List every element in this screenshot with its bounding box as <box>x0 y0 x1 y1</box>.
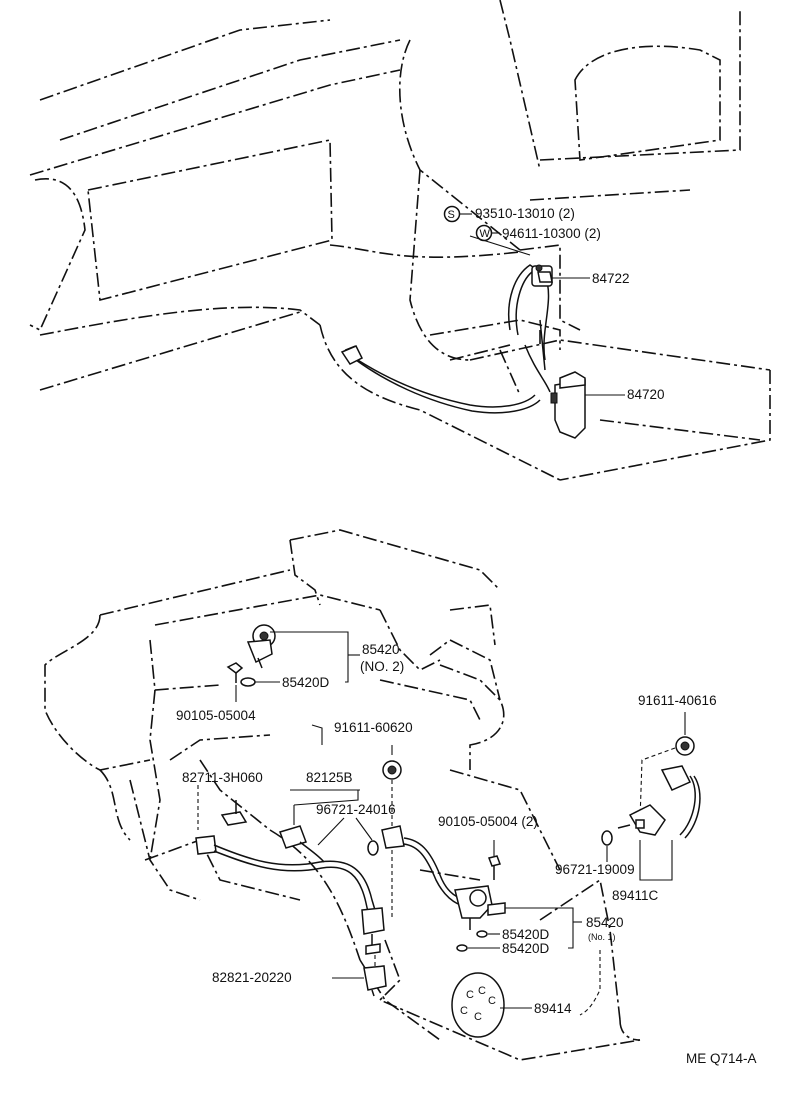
bolt-90105-top <box>226 662 244 683</box>
label-85420-no2: 85420 <box>362 642 400 657</box>
part-85420-no1 <box>454 885 506 930</box>
label-89411c: 89411C <box>612 888 659 903</box>
part-82711-3h060 <box>220 800 248 826</box>
part-89411c <box>617 765 701 839</box>
label-82711: 82711-3H060 <box>182 770 263 785</box>
oring-85420d-top <box>240 677 256 687</box>
leader-89411c <box>639 840 673 881</box>
harness-85420-no1 <box>381 825 461 905</box>
leader-96721-24016 <box>317 817 373 846</box>
label-85420d-top: 85420D <box>282 675 330 690</box>
label-85420-no2-sub: (NO. 2) <box>360 659 404 674</box>
label-90105-mid: 90105-05004 (2) <box>438 814 538 829</box>
label-82821: 82821-20220 <box>212 970 292 985</box>
part-84720 <box>550 371 586 439</box>
label-91611-60620: 91611-60620 <box>334 720 413 735</box>
label-96721-19009: 96721-19009 <box>555 862 635 877</box>
vehicle-body-outline <box>29 0 771 481</box>
oring-85420d-mid <box>476 930 488 938</box>
leader-engine-top <box>311 724 323 745</box>
part-91611-40616 <box>675 736 695 756</box>
label-84722: 84722 <box>592 271 630 286</box>
gear-glyph-5: C <box>474 1011 482 1023</box>
label-93510: 93510-13010 (2) <box>475 206 575 221</box>
fastener-callouts <box>443 205 531 256</box>
label-85420-no1: 85420 <box>586 915 624 930</box>
label-96721-24016: 96721-24016 <box>316 802 396 817</box>
label-82125b: 82125B <box>306 770 353 785</box>
label-90105-top: 90105-05004 <box>176 708 256 723</box>
label-91611-40616: 91611-40616 <box>638 693 717 708</box>
floor-harness <box>340 345 541 414</box>
gear-glyph-1: C <box>466 989 474 1001</box>
sensor-left <box>361 907 385 955</box>
label-85420d-mid: 85420D <box>502 927 550 942</box>
label-85420d-low: 85420D <box>502 941 550 956</box>
label-85420-no1-sub: (No. 1) <box>588 932 616 942</box>
label-94611: 94611-10300 (2) <box>502 226 601 241</box>
gear-glyph-3: C <box>488 995 496 1007</box>
part-84722 <box>531 264 553 287</box>
leader-85420-no2 <box>270 631 360 683</box>
bolt-90105-mid <box>488 855 501 880</box>
label-89414: 89414 <box>534 1001 572 1016</box>
gear-glyph-2: C <box>478 985 486 997</box>
label-84720: 84720 <box>627 387 665 402</box>
oring-96721-19009 <box>601 830 613 846</box>
part-89414 <box>451 972 505 1038</box>
gear-glyph-4: C <box>460 1005 468 1017</box>
oring-96721-24016 <box>367 840 379 856</box>
axis-91611-40616 <box>639 747 676 821</box>
harness-82125b <box>195 825 376 913</box>
s-symbol-label: S <box>448 209 455 221</box>
leader-82125b <box>290 789 360 825</box>
oring-85420d-low <box>456 944 468 952</box>
leader-85420-no1 <box>505 907 582 949</box>
part-82821-20220 <box>363 965 387 997</box>
figure-reference-code: ME Q714-A <box>686 1051 757 1066</box>
engine-outline <box>44 529 641 1061</box>
s-circle-icon <box>443 205 461 223</box>
w-symbol-label: W <box>480 228 491 240</box>
axis-89414 <box>579 950 601 1016</box>
part-85420-no2 <box>246 624 276 669</box>
part-91611-60620 <box>382 760 402 780</box>
